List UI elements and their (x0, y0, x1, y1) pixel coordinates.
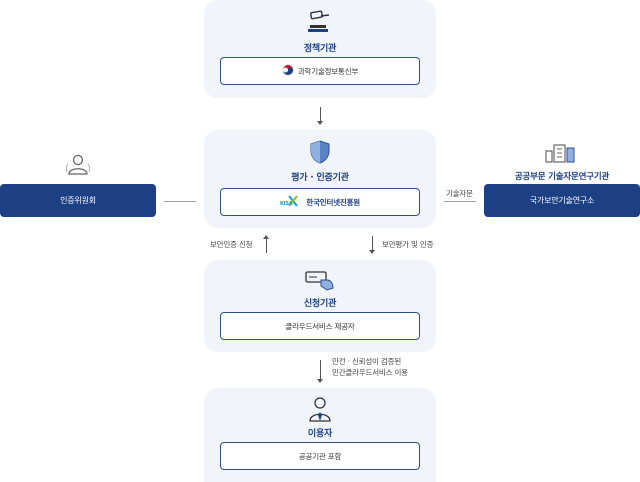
verified-label-2: 민간클라우드서비스 이용 (332, 368, 408, 377)
advisory-title: 공공부문 기술자문연구기관 (514, 172, 610, 182)
applicant-title: 신청기관 (303, 299, 337, 309)
user-card: 이용자 공공기관 포함 (204, 388, 436, 482)
policy-org-name: 과학기술정보통신부 (297, 66, 359, 76)
tech-advice-label: 기술자문 (446, 189, 473, 198)
eval-cert-arrow (369, 236, 375, 254)
advisory-org-name: 국가보안기술연구소 (529, 196, 595, 205)
applicant-card: 신청기관 클라우드서비스 제공자 (204, 260, 436, 352)
shield-icon (310, 140, 330, 168)
user-org-name: 공공기관 포함 (298, 451, 342, 461)
eval-agency-card: 평가 · 인증기관 KISA 한국인터넷진흥원 (204, 130, 436, 228)
policy-org-box: 과학기술정보통신부 (220, 57, 420, 85)
eval-org-name: 한국인터넷진흥원 (306, 197, 360, 207)
eval-org-box: KISA 한국인터넷진흥원 (220, 188, 420, 216)
eval-cert-label: 보안평가 및 인증 (382, 240, 434, 249)
policy-title: 정책기관 (303, 44, 337, 54)
policy-to-eval-arrow (317, 107, 323, 125)
applicant-org-name: 클라우드서비스 제공자 (285, 321, 355, 331)
user-title: 이용자 (307, 429, 333, 439)
committee-person-icon (65, 152, 91, 180)
kisa-logo-icon (280, 195, 298, 209)
verified-label-1: 안전 · 신뢰성이 검증된 (332, 357, 402, 366)
apply-cert-label: 보안인증 신청 (210, 240, 253, 249)
building-icon (544, 143, 576, 167)
advisory-connector (444, 201, 476, 202)
user-tie-icon (309, 396, 331, 426)
advisory-org-box: 국가보안기술연구소 (484, 184, 640, 217)
kisa-logo-text: KISA (279, 201, 293, 207)
gavel-icon (308, 8, 332, 38)
applicant-org-box: 클라우드서비스 제공자 (220, 312, 420, 340)
hand-card-icon (305, 268, 335, 296)
eval-title: 평가 · 인증기관 (291, 173, 349, 183)
committee-connector (164, 201, 196, 202)
policy-agency-card: 정책기관 과학기술정보통신부 (204, 0, 436, 98)
government-emblem-icon (282, 64, 294, 78)
committee-box: 인증위원회 (0, 184, 156, 217)
committee-label: 인증위원회 (60, 196, 96, 205)
user-org-box: 공공기관 포함 (220, 442, 420, 470)
applicant-to-user-arrow (317, 360, 323, 383)
apply-cert-arrow (263, 235, 269, 253)
